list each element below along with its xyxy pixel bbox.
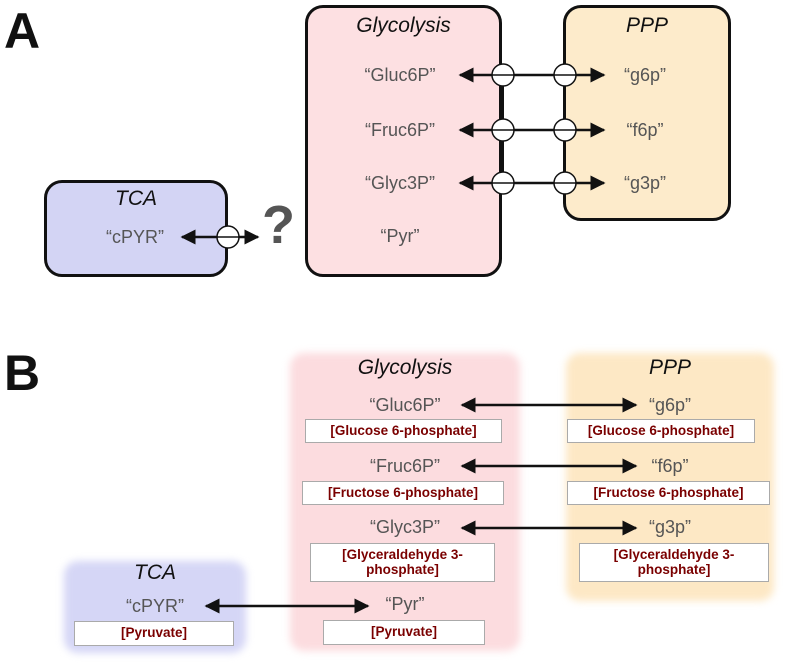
tca-title-b: TCA: [134, 561, 176, 584]
compound-name-fructose-6-phosphate-ppp: [Fructose 6-phosphate]: [567, 481, 770, 505]
metabolite-gluc6p-b: “Gluc6P”: [369, 395, 441, 415]
metabolite-gluc6p: “Gluc6P”: [364, 65, 436, 85]
panel-a-label: A: [4, 3, 41, 59]
ppp-title-b: PPP: [648, 356, 692, 379]
metabolite-fruc6p: “Fruc6P”: [364, 120, 435, 140]
compound-name-fructose-6-phosphate: [Fructose 6-phosphate]: [302, 481, 504, 505]
metabolite-cpyr-b: “cPYR”: [126, 596, 184, 616]
metabolite-cpyr: “cPYR”: [106, 227, 164, 247]
metabolite-g3p: “g3p”: [623, 173, 667, 193]
ppp-title: PPP: [625, 14, 669, 37]
metabolite-glyc3p: “Glyc3P”: [364, 173, 435, 193]
glycolysis-title: Glycolysis: [356, 14, 451, 37]
metabolite-g6p-b: “g6p”: [648, 395, 692, 415]
tca-title: TCA: [115, 187, 157, 210]
compound-name-glucose-6-phosphate: [Glucose 6-phosphate]: [305, 419, 502, 443]
metabolite-glyc3p-b: “Glyc3P”: [369, 517, 440, 537]
glycolysis-title-b: Glycolysis: [357, 356, 453, 379]
metabolite-g3p-b: “g3p”: [648, 517, 692, 537]
compound-name-glyceraldehyde-3-phosphate: [Glyceraldehyde 3-phosphate]: [310, 543, 495, 582]
unknown-link-question-mark: ?: [262, 195, 295, 255]
metabolite-fruc6p-b: “Fruc6P”: [369, 456, 440, 476]
glycolysis-compartment: [305, 5, 502, 277]
metabolite-pyr: “Pyr”: [380, 226, 420, 246]
panel-b-label: B: [4, 345, 41, 401]
compound-name-glyceraldehyde-3-phosphate-ppp: [Glyceraldehyde 3-phosphate]: [579, 543, 769, 582]
compound-name-glucose-6-phosphate-ppp: [Glucose 6-phosphate]: [567, 419, 755, 443]
compound-name-pyruvate-tca: [Pyruvate]: [74, 621, 234, 646]
metabolite-g6p: “g6p”: [623, 65, 667, 85]
compound-name-pyruvate-glycolysis: [Pyruvate]: [323, 620, 485, 645]
metabolite-f6p: “f6p”: [626, 120, 664, 140]
metabolite-pyr-b: “Pyr”: [385, 594, 425, 614]
metabolite-f6p-b: “f6p”: [651, 456, 689, 476]
